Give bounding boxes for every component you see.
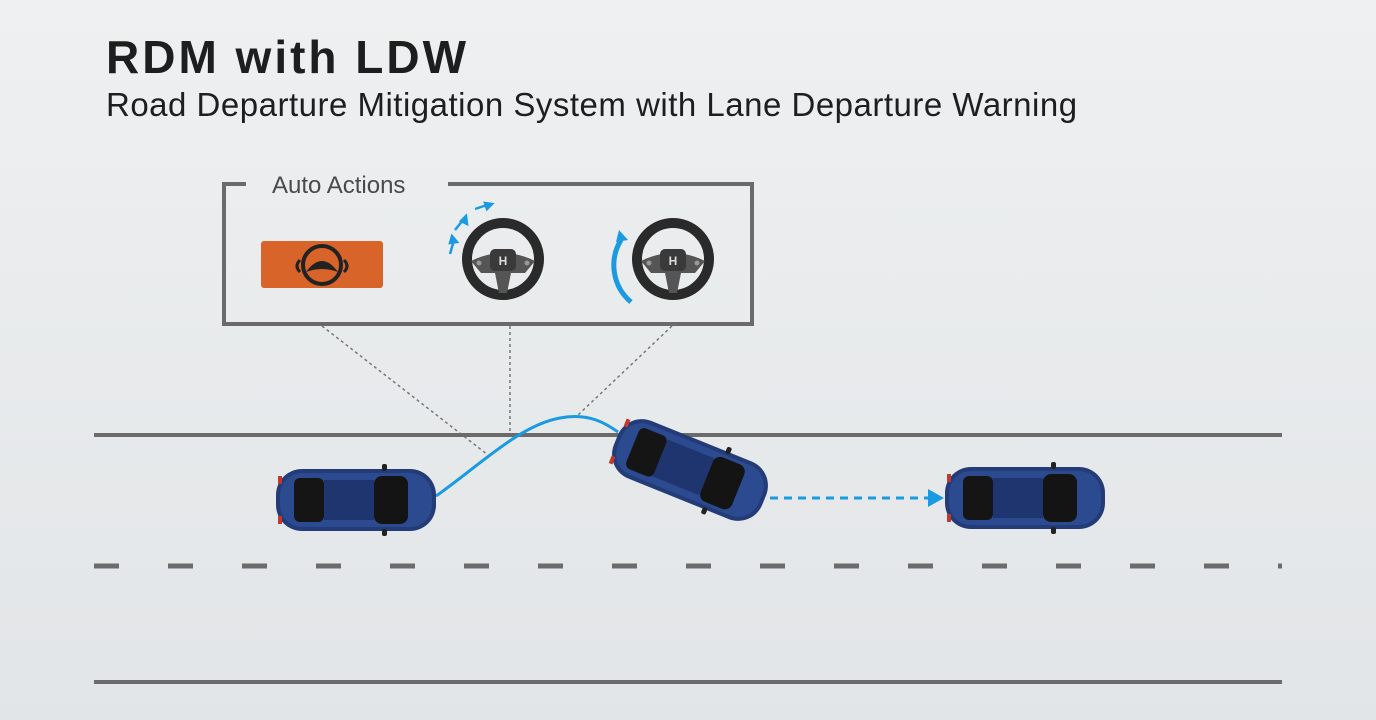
- page-title: RDM with LDW: [106, 31, 470, 83]
- page-subtitle: Road Departure Mitigation System with La…: [106, 86, 1078, 123]
- rdm-warning-indicator-icon: [261, 241, 383, 288]
- car-correcting: [602, 406, 778, 534]
- steering-wheel-assist-icon: [611, 223, 709, 304]
- trajectory-path: [435, 415, 619, 498]
- car-recovered: [945, 462, 1105, 534]
- auto-actions-frame: [222, 182, 754, 326]
- auto-actions-label: Auto Actions: [272, 172, 406, 199]
- steering-wheel-vibration-icon: [448, 201, 539, 295]
- car-drifting: [276, 464, 436, 536]
- arrow-head-icon: [928, 489, 944, 507]
